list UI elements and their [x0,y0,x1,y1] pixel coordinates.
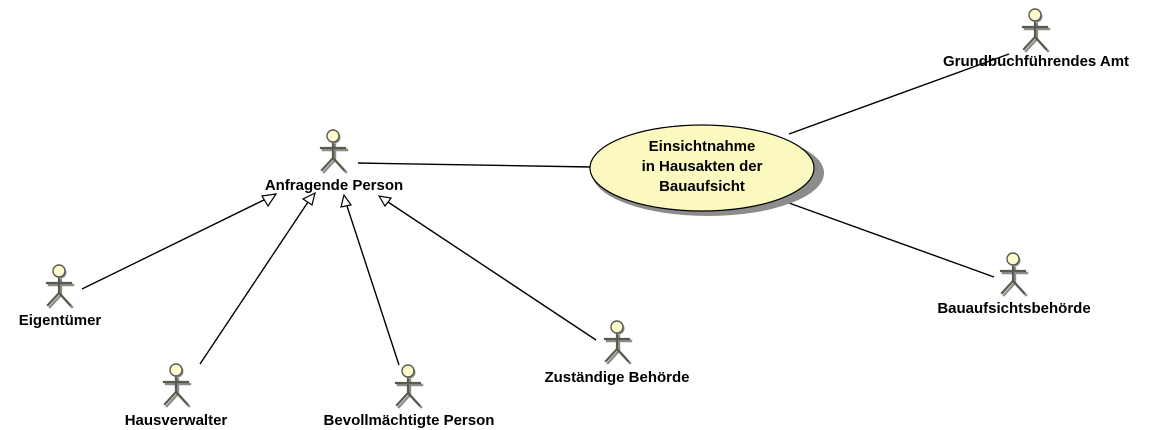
association-grundbuch-usecase [788,53,1010,135]
generalization-arrowhead-eigentuemer [261,193,278,208]
generalization-bevollmaechtigte [345,202,400,366]
actor-bauaufsichtsbehoerde[interactable]: Bauaufsichtsbehörde [937,252,1091,317]
actor-label-grundbuch-amt: Grundbuchführendes Amt [943,53,1129,70]
association-bauaufsicht-usecase [788,202,995,278]
generalization-arrowhead-hausverwalter [301,191,316,206]
generalization-hausverwalter [199,198,311,365]
actor-eigentuemer[interactable]: Eigentümer [19,264,102,329]
actor-stick-figure-icon [603,320,633,365]
actor-grundbuch-amt[interactable]: Grundbuchführendes Amt [943,8,1129,70]
generalization-arrowhead-zustaendige [377,195,393,208]
generalization-eigentuemer [81,196,271,290]
actor-label-bevollmaechtigte-person: Bevollmächtigte Person [324,412,495,429]
usecase-label-line-1: Einsichtnahme [649,138,756,155]
actor-label-zustaendige-behoerde: Zuständige Behörde [544,369,689,386]
generalization-arrowhead-bevollmaechtigte [340,193,353,208]
actor-hausverwalter[interactable]: Hausverwalter [125,363,228,429]
usecase-ellipse [589,124,815,212]
generalization-zustaendige [384,199,597,341]
usecase-label-line-3: Bauaufsicht [659,178,745,195]
actor-label-eigentuemer: Eigentümer [19,312,102,329]
actor-label-anfragende-person: Anfragende Person [265,177,403,194]
actor-anfragende-person[interactable]: Anfragende Person [265,129,403,194]
actor-stick-figure-icon [999,252,1029,297]
actor-stick-figure-icon [162,363,192,408]
association-anfragende-usecase [357,162,592,168]
actor-bevollmaechtigte-person[interactable]: Bevollmächtigte Person [324,364,495,429]
actor-stick-figure-icon [1021,8,1051,53]
actor-stick-figure-icon [319,129,349,174]
actor-label-bauaufsichtsbehoerde: Bauaufsichtsbehörde [937,300,1090,317]
actor-stick-figure-icon [394,364,424,409]
usecase-label-line-2: in Hausakten der [642,158,763,175]
actor-stick-figure-icon [45,264,75,309]
actor-label-hausverwalter: Hausverwalter [125,412,228,429]
usecase-einsichtnahme[interactable]: Einsichtnahme in Hausakten der Bauaufsic… [589,124,824,216]
actor-zustaendige-behoerde[interactable]: Zuständige Behörde [544,320,690,386]
